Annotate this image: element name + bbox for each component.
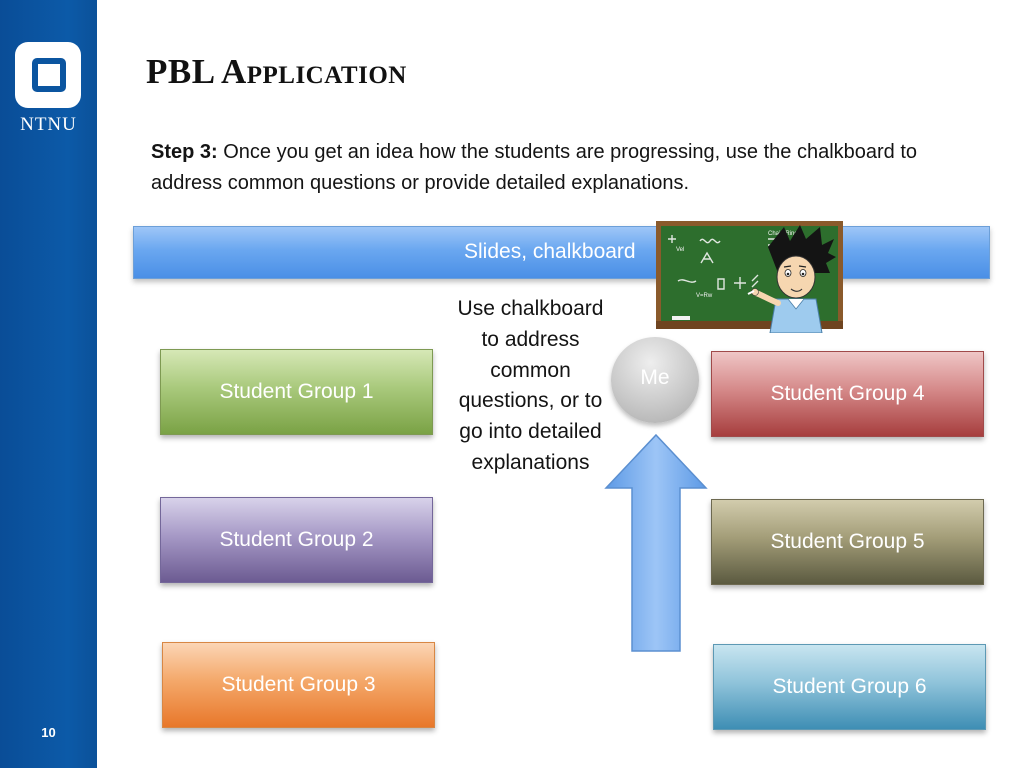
ntnu-logo-icon [15,42,81,108]
step-description: Step 3: Once you get an idea how the stu… [151,137,971,199]
chalkboard-callout: Use chalkboard to address common questio… [443,294,618,479]
student-group-1: Student Group 1 [160,349,433,435]
step-label: Step 3: [151,141,218,163]
sidebar: NTNU 10 [0,0,97,768]
student-group-5: Student Group 5 [711,499,984,585]
callout-line: questions, or to [458,389,603,413]
slide-number: 10 [41,725,56,740]
slides-chalkboard-bar [133,226,990,279]
student-group-4: Student Group 4 [711,351,984,437]
callout-line: Use chalkboard [457,297,604,320]
slides-chalkboard-label: Slides, chalkboard [464,240,636,263]
teacher-at-chalkboard-icon: Chain Ring Vel V=Rw [656,221,843,333]
me-label: Me [640,366,670,389]
slide-title: PBL Application [146,52,407,91]
chalk-note-2: Vel [676,247,684,253]
me-node [611,337,699,423]
up-arrow-icon [604,433,708,652]
student-group-3: Student Group 3 [162,642,435,728]
callout-line: explanations [471,450,590,474]
logo-mark [32,58,66,92]
chalk-note-3: V=Rw [696,293,713,299]
step-body: Once you get an idea how the students ar… [151,141,918,194]
student-group-2: Student Group 2 [160,497,433,583]
callout-line: to address [481,327,580,351]
callout-line: go into detailed [459,420,602,444]
logo-text: NTNU [20,114,77,135]
student-group-6: Student Group 6 [713,644,986,730]
callout-line: common [490,358,571,382]
